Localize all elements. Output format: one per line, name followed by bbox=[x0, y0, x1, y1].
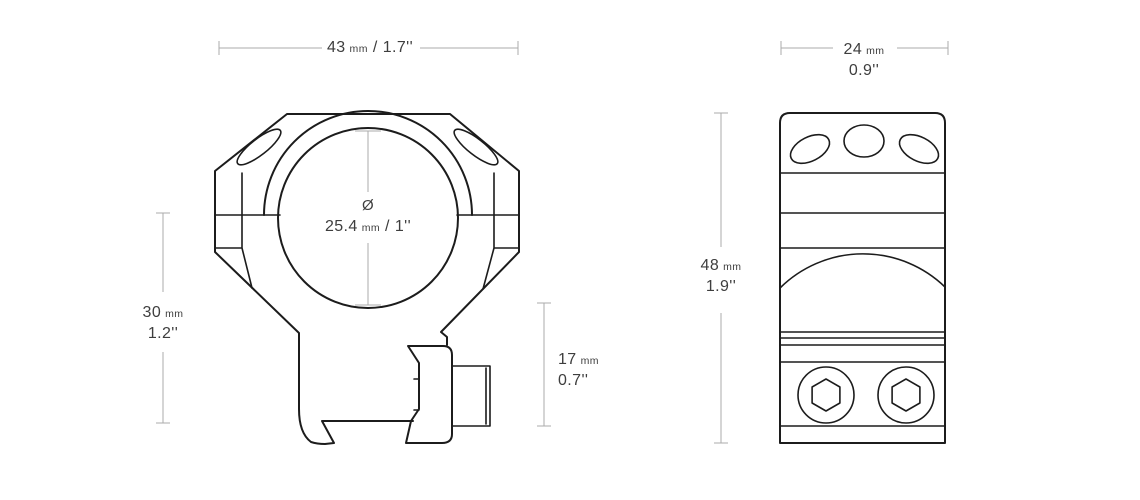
dim-inches: 1.9'' bbox=[705, 278, 737, 295]
dim-value: 17 bbox=[558, 351, 577, 368]
side-body-outline bbox=[779, 112, 946, 444]
side-view bbox=[779, 112, 946, 444]
dim-inches: 1.2'' bbox=[147, 325, 179, 342]
dim-unit: mm bbox=[866, 45, 885, 57]
dim-inches: 0.7'' bbox=[558, 372, 589, 389]
dim-value: 43 bbox=[326, 39, 346, 56]
dim-inches: 0.9'' bbox=[848, 62, 880, 79]
front-body-outline bbox=[214, 113, 520, 445]
chamfer-slot-left-icon bbox=[236, 128, 282, 166]
dim-side-width-line bbox=[780, 41, 949, 55]
saddle-dome-arc bbox=[779, 253, 946, 289]
dim-value: 48 bbox=[700, 257, 720, 274]
diameter-symbol-icon: Ø bbox=[361, 197, 375, 214]
dim-front-width-line bbox=[218, 41, 519, 55]
dim-value: 25.4 bbox=[324, 218, 358, 235]
dim-unit: mm bbox=[723, 261, 742, 273]
hex-socket-right-icon bbox=[891, 378, 921, 412]
dim-separator: / bbox=[384, 218, 390, 235]
bore-centerline bbox=[355, 130, 381, 306]
top-slot-middle-icon bbox=[843, 124, 885, 158]
chamfer-slot-right-icon bbox=[453, 128, 499, 166]
top-slot-right-icon bbox=[898, 133, 940, 165]
dim-separator: / bbox=[372, 39, 378, 56]
dim-value: 30 bbox=[142, 304, 162, 321]
screw-left-circle bbox=[797, 366, 855, 424]
left-column-lines bbox=[214, 172, 281, 289]
dimension-lines bbox=[156, 41, 949, 444]
dim-side-height-line bbox=[714, 112, 728, 444]
clamp-plate-steps bbox=[413, 378, 420, 411]
side-body-lines bbox=[779, 172, 946, 427]
ring-outer-arc bbox=[263, 110, 473, 216]
scope-bore-circle bbox=[277, 127, 459, 309]
dim-clamp-height-line bbox=[537, 302, 551, 427]
screw-right-circle bbox=[877, 366, 935, 424]
clamp-plate-outline bbox=[405, 345, 453, 444]
right-column-lines bbox=[456, 172, 520, 290]
front-view bbox=[214, 110, 520, 445]
dim-unit: mm bbox=[165, 308, 184, 320]
dim-inches: 1.7'' bbox=[382, 39, 414, 56]
dim-unit: mm bbox=[349, 43, 368, 55]
dim-unit: mm bbox=[361, 222, 380, 234]
clamp-screw-boss bbox=[451, 365, 491, 427]
dim-unit: mm bbox=[580, 355, 599, 367]
dim-value: 24 bbox=[843, 41, 863, 58]
top-slot-left-icon bbox=[789, 133, 831, 165]
dim-inches: 1'' bbox=[394, 218, 412, 235]
hex-socket-left-icon bbox=[811, 378, 841, 412]
dim-base-height-line bbox=[156, 212, 170, 424]
